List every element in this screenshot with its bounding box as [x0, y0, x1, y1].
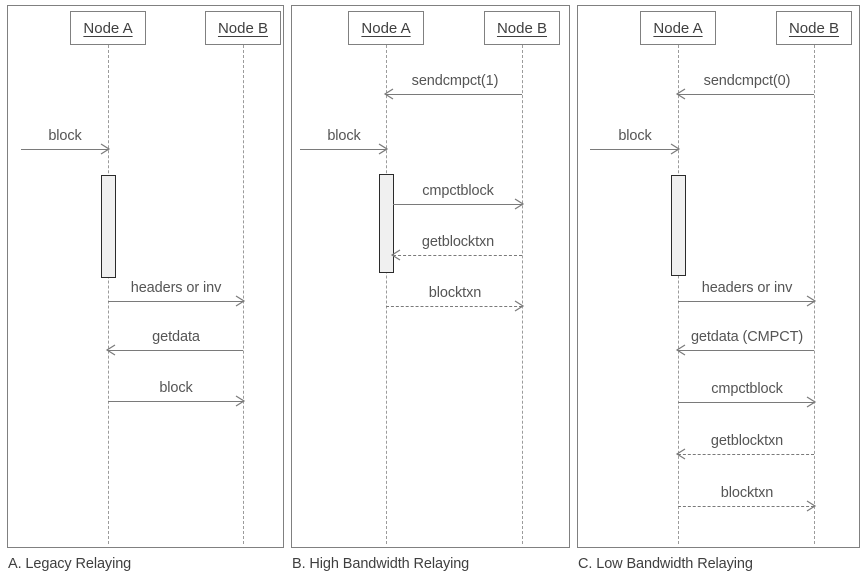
arrowhead-left-sendcmpct — [674, 88, 686, 100]
arrowhead-right-cmpctblock — [514, 198, 526, 210]
activation-bar-node-a — [379, 174, 394, 273]
actor-box-node-a: Node A — [70, 11, 146, 45]
arrowhead-right-blocktxn — [514, 300, 526, 312]
actor-box-node-a: Node A — [640, 11, 716, 45]
message-label-blocktxn: blocktxn — [720, 485, 774, 501]
caption-legacy-relaying: A. Legacy Relaying — [8, 556, 132, 572]
message-label-getblocktxn: getblocktxn — [421, 234, 495, 250]
message-label-block-in: block — [327, 128, 361, 144]
actor-box-node-b: Node B — [484, 11, 560, 45]
message-line-sendcmpct — [386, 94, 522, 95]
message-line-block-out — [108, 401, 243, 402]
arrowhead-right-blocktxn — [806, 500, 818, 512]
arrowhead-left-getblocktxn — [674, 448, 686, 460]
message-line-headers-or-inv — [678, 301, 814, 302]
actor-label-node-b: Node B — [788, 19, 840, 37]
actor-label-node-a: Node A — [83, 19, 133, 37]
message-line-getdata — [108, 350, 243, 351]
actor-label-node-b: Node B — [496, 19, 548, 37]
message-label-getdata: getdata — [152, 329, 200, 345]
message-label-headers-or-inv: headers or inv — [701, 280, 793, 296]
arrowhead-right-block-out — [235, 395, 247, 407]
message-line-cmpctblock — [678, 402, 814, 403]
actor-box-node-b: Node B — [205, 11, 281, 45]
panel-high-bandwidth-relaying: Node A Node B sendcmpct(1) block cmpctbl… — [291, 5, 570, 548]
message-line-getdata-cmpct — [678, 350, 814, 351]
arrowhead-right-block-in — [378, 143, 390, 155]
message-line-block-in — [21, 149, 108, 150]
message-line-blocktxn — [678, 506, 814, 507]
caption-low-bandwidth-relaying: C. Low Bandwidth Relaying — [578, 556, 753, 572]
actor-box-node-b: Node B — [776, 11, 852, 45]
message-label-block-out: block — [159, 380, 193, 396]
lifeline-node-a — [108, 45, 109, 544]
caption-high-bandwidth-relaying: B. High Bandwidth Relaying — [292, 556, 470, 572]
message-line-headers-or-inv — [108, 301, 243, 302]
message-line-getblocktxn — [393, 255, 522, 256]
message-label-block-in: block — [48, 128, 82, 144]
arrowhead-left-getblocktxn — [389, 249, 401, 261]
arrowhead-left-getdata-cmpct — [674, 344, 686, 356]
message-line-blocktxn — [386, 306, 522, 307]
arrowhead-left-getdata — [104, 344, 116, 356]
message-label-getdata-cmpct: getdata (CMPCT) — [690, 329, 804, 345]
actor-label-node-a: Node A — [653, 19, 703, 37]
lifeline-node-b — [243, 45, 244, 544]
activation-bar-node-a — [671, 175, 686, 276]
actor-label-node-a: Node A — [361, 19, 411, 37]
lifeline-node-a — [678, 45, 679, 544]
message-label-cmpctblock: cmpctblock — [422, 183, 494, 199]
message-label-block-in: block — [618, 128, 652, 144]
message-line-block-in — [590, 149, 678, 150]
panel-low-bandwidth-relaying: Node A Node B sendcmpct(0) block headers… — [577, 5, 860, 548]
arrowhead-right-block-in — [670, 143, 682, 155]
message-line-block-in — [300, 149, 386, 150]
message-label-headers-or-inv: headers or inv — [130, 280, 222, 296]
lifeline-node-a — [386, 45, 387, 544]
arrowhead-right-cmpctblock — [806, 396, 818, 408]
message-line-getblocktxn — [678, 454, 814, 455]
activation-bar-node-a — [101, 175, 116, 278]
arrowhead-right-headers-or-inv — [806, 295, 818, 307]
lifeline-node-b — [522, 45, 523, 544]
message-line-sendcmpct — [678, 94, 814, 95]
arrowhead-right-block-in — [100, 143, 112, 155]
arrowhead-left-sendcmpct — [382, 88, 394, 100]
message-line-cmpctblock — [393, 204, 522, 205]
actor-box-node-a: Node A — [348, 11, 424, 45]
message-label-sendcmpct: sendcmpct(1) — [411, 73, 499, 89]
message-label-cmpctblock: cmpctblock — [711, 381, 783, 397]
message-label-blocktxn: blocktxn — [428, 285, 482, 301]
lifeline-node-b — [814, 45, 815, 544]
arrowhead-right-headers-or-inv — [235, 295, 247, 307]
actor-label-node-b: Node B — [217, 19, 269, 37]
panel-legacy-relaying: Node A Node B block headers or inv getda… — [7, 5, 284, 548]
message-label-sendcmpct: sendcmpct(0) — [703, 73, 791, 89]
message-label-getblocktxn: getblocktxn — [710, 433, 784, 449]
